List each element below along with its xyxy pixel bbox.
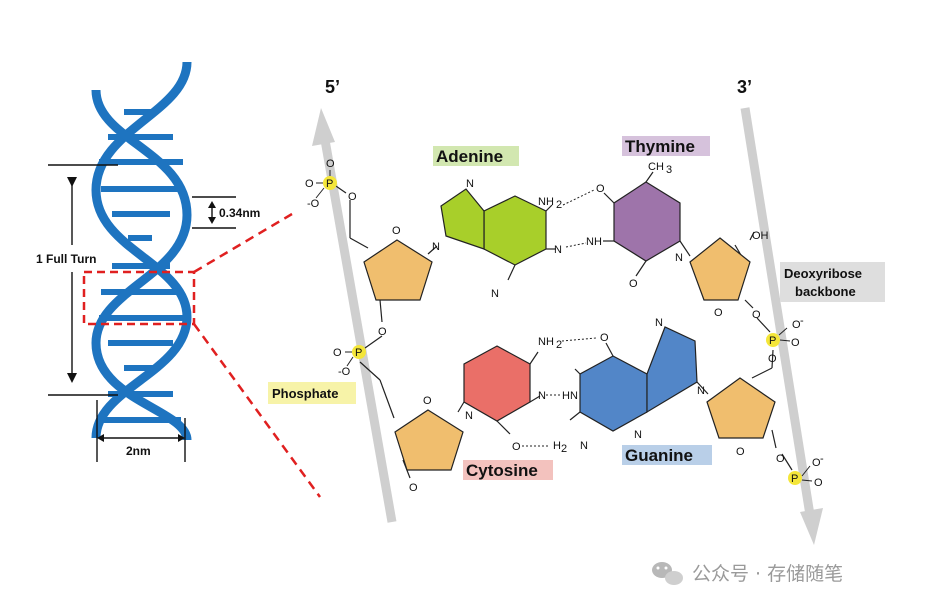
- svg-text:O: O: [378, 326, 387, 338]
- svg-text:CH: CH: [648, 161, 664, 173]
- zoom-line-bottom: [192, 323, 322, 498]
- svg-text:3: 3: [666, 164, 672, 176]
- strand-arrow-5to3: [312, 108, 397, 523]
- svg-text:N: N: [465, 410, 473, 422]
- deoxyribose-sugar-4: O: [706, 377, 776, 458]
- phosphate-label: Phosphate: [272, 386, 338, 401]
- backbone-label-line2: backbone: [795, 284, 856, 299]
- svg-text:O: O: [629, 278, 638, 290]
- svg-text:-O: -O: [307, 198, 320, 210]
- svg-text:O: O: [776, 453, 785, 465]
- svg-text:-: -: [820, 453, 824, 465]
- svg-text:N: N: [554, 244, 562, 256]
- phosphate-group-3: P O - O O O: [752, 309, 804, 365]
- svg-text:N: N: [697, 385, 705, 397]
- thymine-molecule: CH 3 O NH O N: [586, 161, 691, 290]
- adenine-label-bg: [433, 146, 519, 166]
- three-prime-label: 3’: [737, 77, 752, 97]
- hydrogen-bonds-at: [562, 189, 595, 248]
- phosphate-group-1: P O O -O O: [305, 158, 357, 210]
- svg-text:O: O: [812, 457, 821, 469]
- svg-text:O: O: [333, 347, 342, 359]
- svg-text:O: O: [512, 441, 521, 453]
- svg-text:N: N: [634, 429, 642, 441]
- svg-text:O: O: [752, 309, 761, 321]
- svg-text:O: O: [791, 337, 800, 349]
- width-dimension: [96, 400, 186, 462]
- svg-text:N: N: [491, 288, 499, 300]
- svg-text:N: N: [655, 317, 663, 329]
- svg-text:P: P: [791, 473, 798, 485]
- rise-label: 0.34nm: [219, 206, 260, 220]
- adenine-molecule: N N N N NH 2: [427, 178, 562, 300]
- svg-text:NH: NH: [538, 196, 554, 208]
- svg-text:N: N: [580, 440, 588, 452]
- deoxyribose-sugar-2: O O: [394, 395, 464, 494]
- phosphate-group-4: P O - O O: [776, 453, 824, 489]
- svg-text:-O: -O: [338, 366, 351, 378]
- svg-text:O: O: [714, 307, 723, 319]
- svg-text:O: O: [423, 395, 432, 407]
- rise-dimension: [192, 196, 236, 229]
- svg-text:O: O: [736, 446, 745, 458]
- adenine-label: Adenine: [436, 147, 503, 166]
- svg-text:P: P: [326, 178, 333, 190]
- svg-text:O: O: [348, 191, 357, 203]
- svg-text:O: O: [326, 158, 335, 170]
- hydrogen-bonds-cg: [522, 337, 597, 447]
- svg-text:-: -: [800, 315, 804, 327]
- svg-text:O: O: [596, 183, 605, 195]
- cytosine-molecule: NH 2 N O N: [457, 336, 562, 453]
- deoxyribose-sugar-3: O OH: [689, 230, 769, 319]
- svg-text:O: O: [392, 225, 401, 237]
- svg-text:2: 2: [556, 339, 562, 351]
- full-turn-dimension: [48, 164, 118, 396]
- phosphate-label-bg: [268, 382, 356, 404]
- guanine-label: Guanine: [625, 446, 693, 465]
- watermark-text: 公众号 · 存储随笔: [692, 563, 843, 585]
- svg-text:O: O: [792, 319, 801, 331]
- phosphate-group-2: P O -O O: [333, 326, 387, 378]
- zoom-line-top: [193, 212, 293, 274]
- svg-text:O: O: [600, 332, 609, 344]
- svg-text:2: 2: [561, 443, 567, 455]
- backbone-label-bg: [780, 262, 885, 302]
- svg-text:N: N: [432, 241, 440, 253]
- svg-text:N: N: [466, 178, 474, 190]
- guanine-molecule: O HN N N N N: [562, 317, 709, 452]
- thymine-label: Thymine: [625, 137, 695, 156]
- svg-text:P: P: [769, 335, 776, 347]
- helix-strand-back: [91, 61, 192, 439]
- thymine-label-bg: [622, 136, 710, 156]
- svg-text:O: O: [768, 353, 777, 365]
- svg-text:P: P: [355, 347, 362, 359]
- svg-text:N: N: [675, 252, 683, 264]
- backbone-label-line1: Deoxyribose: [784, 266, 862, 281]
- svg-text:OH: OH: [752, 230, 769, 242]
- deoxyribose-sugar-1: O: [363, 225, 433, 301]
- svg-text:N: N: [538, 390, 546, 402]
- guanine-label-bg: [622, 445, 712, 465]
- width-label: 2nm: [126, 444, 151, 458]
- full-turn-label: 1 Full Turn: [36, 252, 96, 266]
- double-helix: [91, 61, 192, 441]
- svg-text:H: H: [553, 440, 561, 452]
- svg-text:O: O: [814, 477, 823, 489]
- svg-text:2: 2: [556, 199, 562, 211]
- helix-strand-front: [91, 89, 192, 441]
- zoom-box: [82, 270, 196, 326]
- strand-arrow-3to5: [740, 107, 823, 545]
- svg-text:NH: NH: [538, 336, 554, 348]
- cytosine-label-bg: [463, 460, 553, 480]
- svg-text:NH: NH: [586, 236, 602, 248]
- svg-text:HN: HN: [562, 390, 578, 402]
- wechat-icon: [652, 562, 683, 585]
- svg-text:O: O: [409, 482, 418, 494]
- cytosine-label: Cytosine: [466, 461, 538, 480]
- five-prime-label: 5’: [325, 77, 340, 97]
- watermark: 公众号 · 存储随笔: [652, 562, 843, 585]
- svg-text:O: O: [305, 178, 314, 190]
